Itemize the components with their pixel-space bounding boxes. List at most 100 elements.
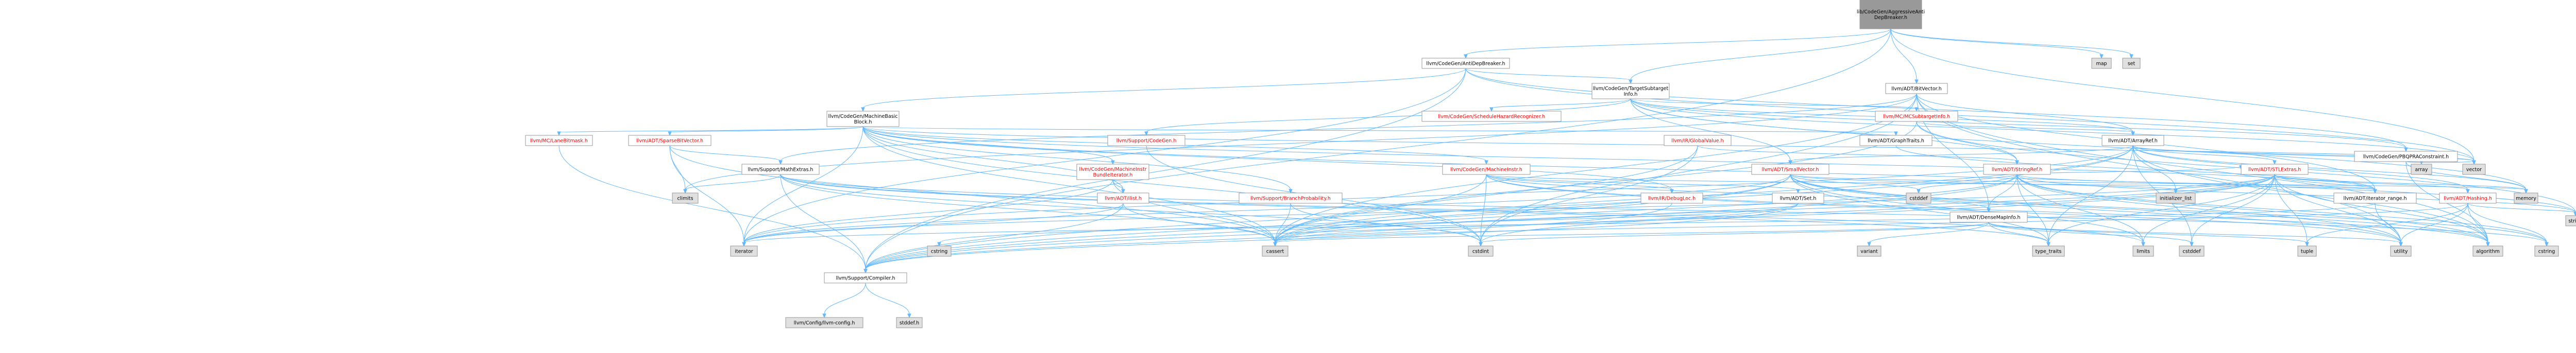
node-llvmconfig: llvm/Config/llvm-config.h [785, 317, 863, 328]
node-box [1262, 245, 1289, 257]
edge-stlextras-to-compiler [863, 174, 2275, 274]
edge-stlextras-to-iterator [742, 174, 2275, 247]
node-stringref[interactable]: llvm/ADT/StringRef.h [1983, 164, 2051, 175]
edge-machineinstr-to-debugloc [1486, 174, 1674, 194]
edge-smallvector-to-cstring [1790, 174, 2549, 247]
node-label: algorithm [2476, 249, 2500, 255]
edge-hashing-to-tuple [2305, 203, 2468, 247]
node-label: variant [1860, 249, 1878, 255]
node-box [1664, 135, 1732, 146]
node-box [1640, 192, 1703, 204]
node-label: llvm/CodeGen/MachineInstr.h [1450, 167, 1522, 173]
node-label: llvm/MC/MCSubtargetInfo.h [1883, 114, 1950, 120]
node-label: DepBreaker.h [1874, 15, 1907, 21]
node-branchprob[interactable]: llvm/Support/BranchProbability.h [1239, 192, 1343, 204]
edge-machineinstr-to-adtset [1486, 174, 1800, 194]
node-box [826, 111, 900, 127]
node-box [2032, 245, 2065, 257]
node-label: llvm/Config/llvm-config.h [794, 321, 855, 326]
node-box [1076, 164, 1149, 180]
node-vector: vector [2462, 164, 2486, 175]
node-label: llvm/Support/MathExtras.h [748, 167, 814, 173]
node-label: llvm/CodeGen/MachineBasic [828, 114, 897, 119]
node-smallvector[interactable]: llvm/ADT/SmallVector.h [1751, 164, 1829, 175]
node-graphtraits[interactable]: llvm/ADT/GraphTraits.h [1859, 135, 1933, 146]
node-box [1859, 0, 1922, 29]
node-label: Block.h [854, 119, 872, 125]
node-globalvalue[interactable]: llvm/IR/GlobalValue.h [1664, 135, 1732, 146]
edge-smallvector-to-limits [1790, 174, 2145, 247]
node-cstdint: cstdint [1468, 245, 1494, 257]
node-box [1468, 245, 1494, 257]
edge-mbb-to-branchprob [862, 126, 1293, 194]
node-label: map [2096, 61, 2107, 67]
node-set: set [2122, 58, 2141, 69]
node-box [824, 272, 907, 284]
node-pbqp[interactable]: llvm/CodeGen/PBQPRAConstraint.h [2354, 151, 2458, 162]
edge-densemapinfo-to-variant [1867, 222, 1989, 247]
node-mathextras[interactable]: llvm/Support/MathExtras.h [741, 164, 820, 175]
node-box [672, 192, 699, 204]
node-string: string [2565, 215, 2576, 226]
node-label: cstddef [2182, 249, 2201, 255]
node-label: cstdint [1472, 249, 1489, 255]
edge-hashing-to-utility [2399, 203, 2468, 247]
node-box [2132, 245, 2154, 257]
node-cstddef: cstddef [2179, 245, 2205, 257]
node-box [1875, 111, 1958, 122]
node-box [1983, 164, 2051, 175]
node-label: llvm/ADT/StringRef.h [1992, 167, 2042, 173]
edge-hashing-to-algorithm [2467, 203, 2490, 247]
node-mibundle[interactable]: llvm/CodeGen/MachineInstrBundleIterator.… [1076, 164, 1149, 180]
edge-root-to-set [1890, 28, 2133, 59]
edge-bitvector-to-climits [683, 93, 1917, 194]
edge-antidep-to-mbb [861, 68, 1466, 112]
node-map: map [2091, 58, 2112, 69]
node-lanebm[interactable]: llvm/MC/LaneBitmask.h [525, 135, 593, 146]
node-antidep[interactable]: llvm/CodeGen/AntiDepBreaker.h [1421, 58, 1510, 69]
node-box [1772, 192, 1824, 204]
node-densemapinfo[interactable]: llvm/ADT/DenseMapInfo.h [1950, 211, 2028, 223]
edge-root-to-map [1890, 28, 2104, 59]
node-arrayref[interactable]: llvm/ADT/ArrayRef.h [2102, 135, 2164, 146]
node-tuple: tuple [2297, 245, 2317, 257]
node-variant: variant [1857, 245, 1882, 257]
node-cstddef_mid: cstddef [1906, 192, 1931, 204]
edge-mathextras-to-climits [683, 174, 781, 194]
node-debugloc[interactable]: llvm/IR/DebugLoc.h [1640, 192, 1703, 204]
node-bitvector[interactable]: llvm/ADT/BitVector.h [1885, 83, 1948, 94]
node-label: lib/CodeGen/AggressiveAnti [1857, 9, 1925, 15]
node-label: llvm/ADT/DenseMapInfo.h [1957, 215, 2020, 221]
node-machineinstr[interactable]: llvm/CodeGen/MachineInstr.h [1442, 164, 1531, 175]
node-label: llvm/ADT/GraphTraits.h [1868, 138, 1924, 144]
node-mcsti[interactable]: llvm/MC/MCSubtargetInfo.h [1875, 111, 1958, 122]
node-schedhaz[interactable]: llvm/CodeGen/ScheduleHazardRecognizer.h [1421, 111, 1562, 122]
node-adtset[interactable]: llvm/ADT/Set.h [1772, 192, 1824, 204]
node-box [1107, 135, 1185, 146]
edge-tsi-to-schedhaz [1489, 98, 1631, 112]
node-box [785, 317, 863, 328]
node-sparsebv[interactable]: llvm/ADT/SparseBitVector.h [628, 135, 711, 146]
node-label: set [2128, 61, 2136, 67]
node-box [2091, 58, 2112, 69]
edge-hashing-to-cstring [2467, 203, 2549, 247]
edge-mibundle-to-cassert [1112, 179, 1277, 247]
edge-sparsebv-to-climits [669, 145, 687, 194]
node-label: Info.h [1624, 92, 1638, 97]
edge-antidep-to-vector [1465, 68, 2476, 165]
node-box [1421, 58, 1510, 69]
node-ilist[interactable]: llvm/ADT/ilist.h [1097, 192, 1149, 204]
node-codegen[interactable]: llvm/Support/CodeGen.h [1107, 135, 1185, 146]
edge-sparsebv-to-mathextras [669, 145, 783, 165]
node-label: llvm/Support/CodeGen.h [1116, 138, 1177, 144]
node-iterrange[interactable]: llvm/ADT/iterator_range.h [2333, 192, 2417, 204]
node-stlextras[interactable]: llvm/ADT/STLExtras.h [2241, 164, 2309, 175]
node-box [1906, 192, 1931, 204]
node-label: llvm/Support/BranchProbability.h [1250, 196, 1331, 202]
node-hashing[interactable]: llvm/ADT/Hashing.h [2439, 192, 2497, 204]
node-compiler[interactable]: llvm/Support/Compiler.h [824, 272, 907, 284]
